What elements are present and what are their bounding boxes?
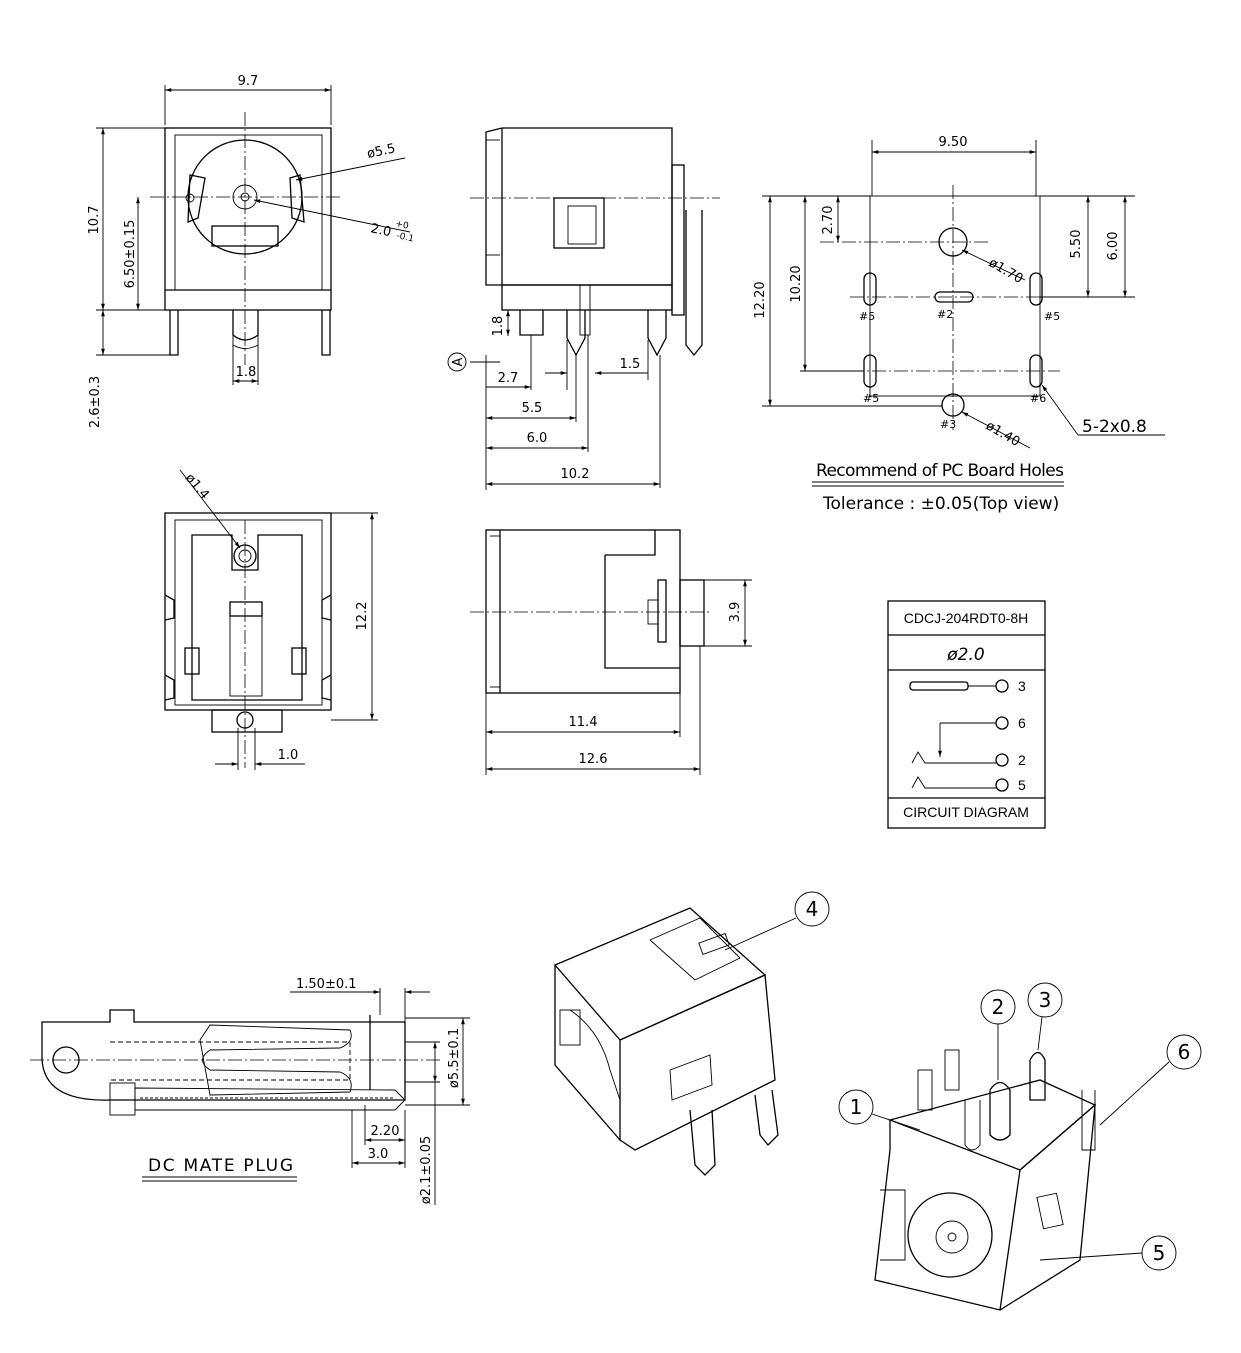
circuit-pin-3: 3 xyxy=(1018,678,1026,694)
balloon-4: 4 xyxy=(806,897,819,921)
pcb-holes-view: 9.50 2.70 5.50 6.00 12.20 10.20 ø1.70 ø1… xyxy=(753,135,1165,514)
dim-pin-width: 1.8 xyxy=(236,365,257,380)
dim-pcb-6-00: 6.00 xyxy=(1106,232,1121,261)
pin-label-5c: #5 xyxy=(863,392,879,405)
pin-label-2: #2 xyxy=(937,308,953,321)
iso-view-bottom: 4 xyxy=(553,891,830,1176)
circuit-caption: CIRCUIT DIAGRAM xyxy=(903,804,1029,820)
dim-plug-2-1: ø2.1±0.05 xyxy=(419,1136,434,1204)
rear-view: 3.9 11.4 12.6 xyxy=(470,529,752,775)
circuit-pin-6: 6 xyxy=(1018,715,1026,731)
balloon-6: 6 xyxy=(1178,1040,1191,1064)
dim-2-7: 2.7 xyxy=(498,371,519,386)
dim-center-height: 6.50±0.15 xyxy=(123,220,138,289)
circuit-pin-2: 2 xyxy=(1018,752,1026,768)
plug-title: DC MATE PLUG xyxy=(148,1156,293,1176)
bottom-view: ø1.4 12.2 1.0 xyxy=(164,469,378,770)
balloon-3: 3 xyxy=(1039,988,1052,1012)
dim-top-height: 10.7 xyxy=(87,206,102,235)
pin-label-5a: #5 xyxy=(859,310,875,323)
dim-hole-1-70: ø1.70 xyxy=(986,255,1025,286)
pin-label-5b: #5 xyxy=(1044,310,1060,323)
slot-label: 5-2x0.8 xyxy=(1082,417,1147,437)
pin-label-6: #6 xyxy=(1030,392,1046,405)
dim-5-5: 5.5 xyxy=(522,401,543,416)
balloon-2: 2 xyxy=(992,995,1005,1019)
dim-plug-2-20: 2.20 xyxy=(371,1124,400,1139)
circuit-pin-5: 5 xyxy=(1018,777,1026,793)
dim-pcb-2-70: 2.70 xyxy=(821,206,836,235)
dim-plug-3-0: 3.0 xyxy=(368,1147,389,1162)
dim-pcb-12-20: 12.20 xyxy=(753,281,768,318)
pcb-tolerance: Tolerance : ±0.05(Top view) xyxy=(822,494,1059,514)
dim-6-0: 6.0 xyxy=(527,431,548,446)
balloon-1: 1 xyxy=(850,1095,863,1119)
dim-plug-5-5: ø5.5±0.1 xyxy=(447,1028,462,1088)
dim-top-width: 9.7 xyxy=(238,74,259,89)
dim-rear-height: 3.9 xyxy=(728,602,743,623)
dim-pin-tol-lower: -0.1 xyxy=(395,231,414,244)
datum-a: A xyxy=(451,357,466,366)
dim-pcb-5-50: 5.50 xyxy=(1069,230,1084,259)
dim-hole-1-40: ø1.40 xyxy=(983,418,1022,449)
dim-bottom-height: 12.2 xyxy=(355,602,370,631)
pcb-title: Recommend of PC Board Holes xyxy=(816,461,1064,481)
iso-view-top: 1 2 3 6 5 xyxy=(838,982,1202,1311)
dim-pcb-width: 9.50 xyxy=(939,135,968,150)
part-number: CDCJ-204RDT0-8H xyxy=(904,610,1028,626)
dim-bottom-hole: ø1.4 xyxy=(182,471,212,503)
dim-rear-depth: 11.4 xyxy=(569,715,598,730)
dim-10-2: 10.2 xyxy=(561,467,590,482)
dim-pin-length: 2.6±0.3 xyxy=(88,376,103,428)
pin-label-3: #3 xyxy=(940,418,956,431)
side-view: A 1.8 2.7 1.5 5.5 6.0 10.2 xyxy=(447,127,720,490)
dim-bottom-pin-offset: 1.0 xyxy=(278,748,299,763)
circuit-diagram: CDCJ-204RDT0-8H ø2.0 3 6 2 5 CIRCUIT DIA… xyxy=(887,600,1046,829)
dim-plug-1-50: 1.50±0.1 xyxy=(296,977,357,992)
dim-pin-diameter: 2.0 xyxy=(369,221,392,240)
pin-size: ø2.0 xyxy=(946,645,984,665)
dim-1-5: 1.5 xyxy=(620,357,641,372)
dim-rear-length: 12.6 xyxy=(579,752,608,767)
mate-plug: 1.50±0.1 ø5.5±0.1 ø2.1±0.05 2.20 3.0 DC … xyxy=(30,977,470,1205)
dim-pcb-10-20: 10.20 xyxy=(789,265,804,302)
dim-pin-height: 1.8 xyxy=(491,316,506,337)
balloon-5: 5 xyxy=(1153,1241,1166,1265)
dim-outer-diameter: ø5.5 xyxy=(366,141,397,162)
top-view: 9.7 10.7 6.50±0.15 2.6±0.3 1.8 ø5.5 2.0 … xyxy=(87,74,415,428)
dim-pin-tol-upper: +0 xyxy=(394,219,409,232)
